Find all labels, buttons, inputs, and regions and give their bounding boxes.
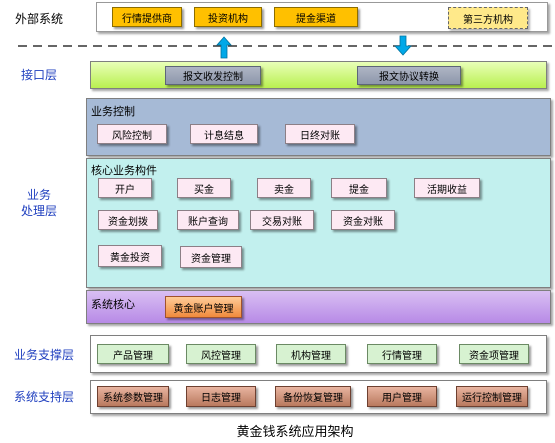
business-control-item: 日终对账 [285, 124, 355, 144]
interface-layer-panel [90, 61, 547, 89]
layer-label-system-support: 系统支持层 [13, 390, 74, 404]
system-support-box: 系统参数管理 [97, 386, 169, 407]
system-core-panel [86, 290, 551, 324]
business-control-title: 业务控制 [91, 105, 135, 118]
core-item-trade-reconcile: 交易对账 [250, 210, 314, 230]
core-item-account-query: 账户查询 [177, 210, 239, 230]
core-item-buy-gold: 买金 [177, 178, 231, 198]
system-support-box: 备份恢复管理 [275, 386, 351, 407]
layer-label-external: 外部系统 [14, 12, 63, 26]
core-item-fund-transfer: 资金划拨 [98, 210, 158, 230]
system-support-box: 日志管理 [186, 386, 256, 407]
support-box: 风控管理 [186, 344, 256, 364]
core-item-sell-gold: 卖金 [257, 178, 311, 198]
business-control-item: 计息结息 [190, 124, 258, 144]
system-core-title: 系统核心 [91, 298, 135, 311]
system-support-box: 用户管理 [367, 386, 437, 407]
diagram-caption: 黄金钱系统应用架构 [236, 425, 354, 440]
support-box: 资金项管理 [459, 344, 529, 364]
support-box: 行情管理 [367, 344, 437, 364]
external-box: 行情提供商 [112, 7, 182, 27]
layer-label-business: 业务 处理层 [20, 188, 57, 218]
up-arrow-icon [216, 36, 232, 59]
layer-label-interface: 接口层 [20, 68, 57, 82]
support-box: 产品管理 [97, 344, 169, 364]
external-box: 提金渠道 [274, 7, 358, 27]
separator-and-arrows [18, 35, 552, 59]
gold-account-management-box: 黄金账户管理 [165, 296, 242, 318]
core-item-withdraw-gold: 提金 [331, 178, 387, 198]
down-arrow-icon [394, 35, 412, 56]
interface-box: 报文收发控制 [165, 66, 261, 85]
external-box-third-party: 第三方机构 [448, 7, 528, 29]
business-control-item: 风险控制 [97, 124, 167, 144]
layer-label-support: 业务支撑层 [13, 348, 74, 362]
support-box: 机构管理 [276, 344, 346, 364]
core-item-open-account: 开户 [98, 178, 152, 198]
external-box: 投资机构 [194, 7, 262, 27]
core-components-title: 核心业务构件 [91, 164, 157, 177]
core-item-demand-income: 活期收益 [414, 178, 480, 198]
core-item-fund-management: 资金管理 [180, 246, 242, 268]
core-item-gold-investment: 黄金投资 [98, 245, 162, 267]
core-item-fund-reconcile: 资金对账 [331, 210, 395, 230]
system-support-box: 运行控制管理 [456, 386, 528, 407]
interface-box: 报文协议转换 [357, 66, 461, 85]
